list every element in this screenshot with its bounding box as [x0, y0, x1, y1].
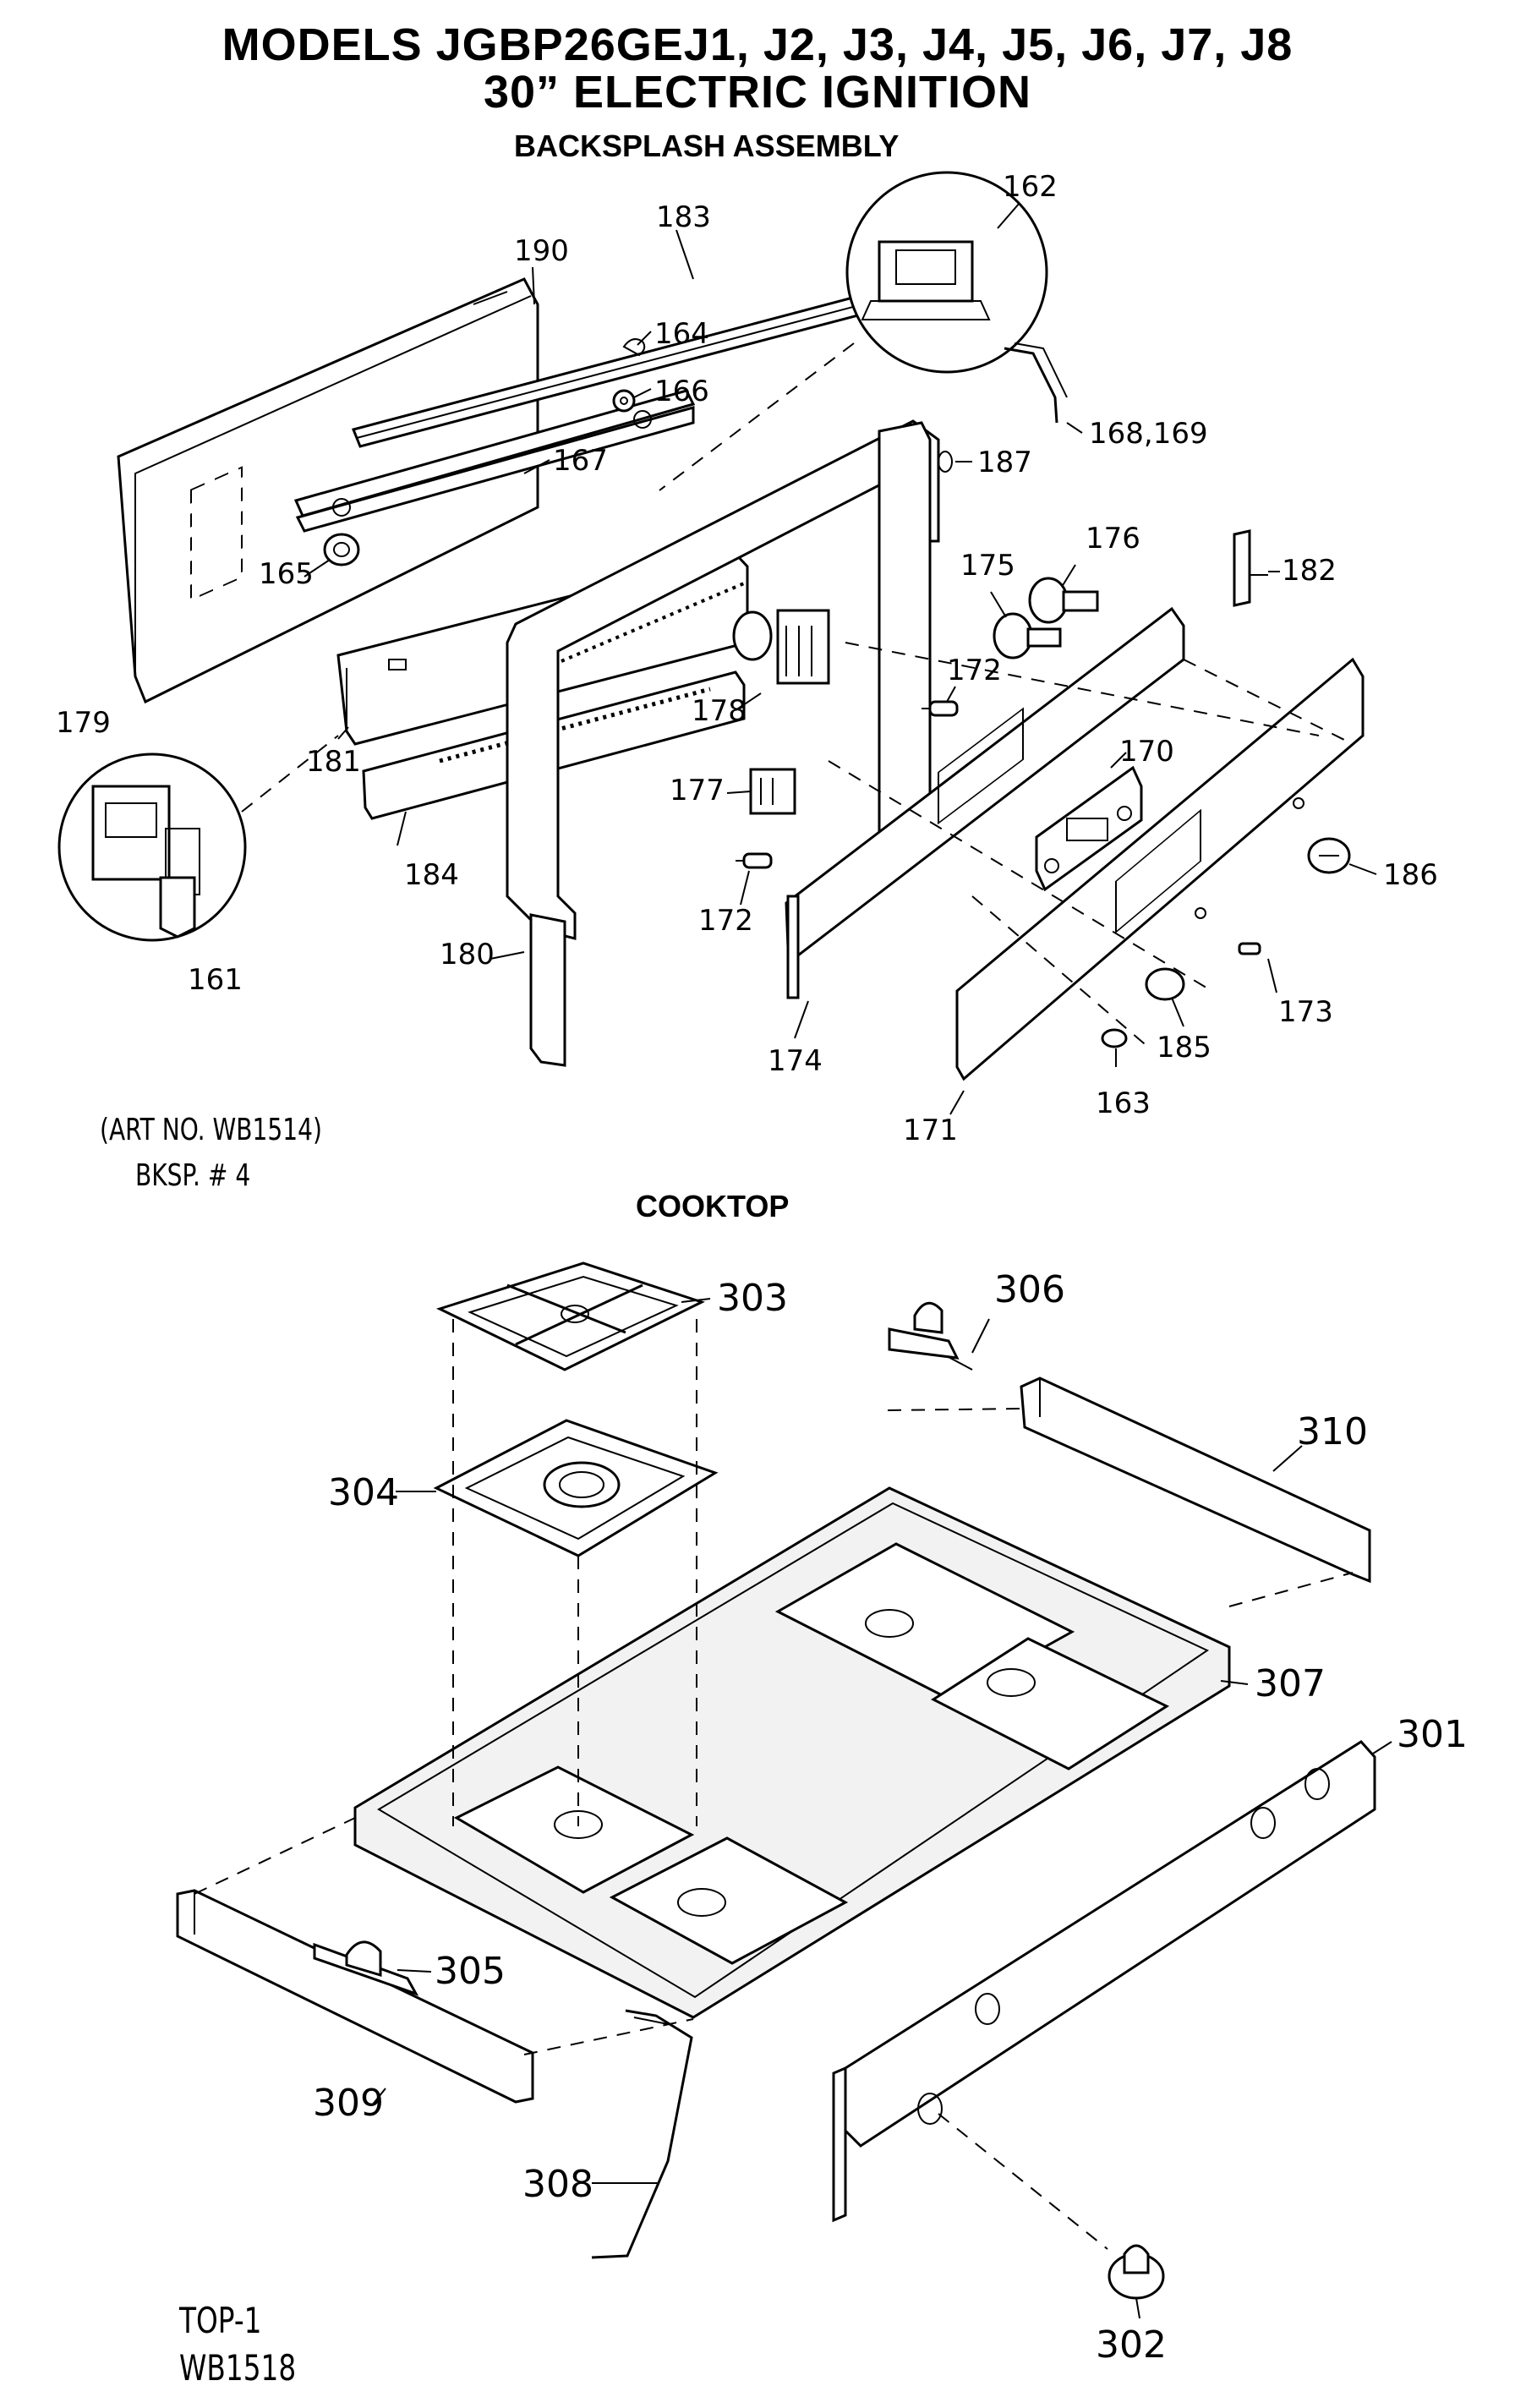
end-cap-frame-180 [506, 419, 940, 1067]
switch-177 [749, 768, 796, 815]
lamp-holder-165 [323, 533, 360, 566]
timer-178 [732, 609, 830, 685]
igniter-bracket-305 [313, 1940, 419, 1996]
callout-181: 181 [306, 745, 361, 779]
rear-trim-310 [1020, 1376, 1371, 1584]
control-panel-301 [832, 1740, 1376, 2223]
igniter-bracket-306 [888, 1301, 973, 1371]
callout-190: 190 [514, 234, 569, 268]
callout-167: 167 [553, 444, 608, 478]
bracket-182 [1233, 529, 1268, 607]
callout-301: 301 [1397, 1713, 1468, 1756]
callout-307: 307 [1255, 1662, 1326, 1705]
callout-178: 178 [692, 694, 747, 728]
wb1518-label: WB1518 [179, 2347, 297, 2389]
nut-163 [1101, 1028, 1128, 1048]
switch-176 [1028, 577, 1099, 624]
cooktop-307 [353, 1486, 1231, 2019]
callout-labels-backsplash: 183 190 164 166 167 165 162 168,169 187 … [56, 170, 1438, 1147]
backsplash-heading: BACKSPLASH ASSEMBLY [514, 129, 900, 163]
front-glass-171 [955, 657, 1365, 1081]
callout-185: 185 [1157, 1031, 1211, 1064]
callout-305: 305 [435, 1950, 506, 1993]
callout-309: 309 [313, 2082, 384, 2125]
page-title-ignition: 30” ELECTRIC IGNITION [483, 67, 1032, 118]
art-number-label: (ART NO. WB1514) [100, 1113, 322, 1147]
drip-pan-304 [433, 1419, 719, 1557]
indicator-light-172a [922, 700, 959, 717]
callout-179: 179 [56, 706, 111, 740]
callout-308: 308 [522, 2163, 593, 2206]
callout-177: 177 [670, 774, 725, 807]
callout-174: 174 [768, 1044, 823, 1078]
callout-306: 306 [994, 1268, 1065, 1311]
knob-185 [1145, 967, 1185, 1001]
callout-173: 173 [1278, 995, 1333, 1029]
callout-165: 165 [259, 557, 314, 591]
callout-171: 171 [903, 1114, 958, 1147]
callout-175: 175 [960, 549, 1015, 583]
switch-175 [993, 612, 1062, 659]
callout-leaders-cooktop [371, 1298, 1392, 2319]
callout-172-lower: 172 [698, 904, 753, 938]
callout-310: 310 [1297, 1410, 1368, 1453]
callout-labels-cooktop: 303 306 310 304 307 301 305 309 308 302 [313, 1268, 1468, 2367]
clip-164 [622, 338, 646, 357]
callout-164: 164 [654, 317, 709, 351]
knob-186 [1307, 837, 1351, 874]
callout-172-upper: 172 [947, 654, 1002, 687]
callout-166: 166 [654, 375, 709, 408]
front-trim-309 [176, 1889, 534, 2104]
callout-302: 302 [1096, 2323, 1167, 2367]
bracket-161 [159, 876, 196, 939]
callout-186: 186 [1383, 858, 1438, 892]
lamp-channel-167 [293, 389, 696, 533]
clip-166 [612, 389, 636, 413]
callout-162: 162 [1003, 170, 1058, 204]
callout-176: 176 [1086, 522, 1140, 555]
callout-183: 183 [656, 200, 711, 234]
bksp-label: BKSP. # 4 [135, 1158, 251, 1193]
inset-detail-162 [659, 171, 1048, 491]
callout-168-169: 168,169 [1089, 417, 1208, 451]
callout-161: 161 [188, 963, 243, 997]
inset-detail-179 [57, 735, 339, 942]
indicator-light-172b [736, 852, 773, 869]
screw-173 [1238, 942, 1261, 955]
callout-182: 182 [1282, 554, 1337, 588]
top-label: TOP-1 [179, 2300, 262, 2341]
knob-302 [938, 2113, 1165, 2300]
callout-180: 180 [440, 938, 495, 971]
page-title-models: MODELS JGBP26GEJ1, J2, J3, J4, J5, J6, J… [222, 19, 1293, 70]
spring-clip-308 [591, 2009, 693, 2259]
screw-187 [938, 451, 953, 473]
callout-leaders-backsplash [304, 202, 1377, 1115]
wire-168-169 [1004, 342, 1068, 424]
cooktop-heading: COOKTOP [636, 1189, 790, 1223]
callout-303: 303 [717, 1277, 788, 1320]
clock-module-170 [1035, 765, 1143, 892]
callout-170: 170 [1119, 735, 1174, 769]
grate-303 [435, 1261, 705, 1371]
callout-187: 187 [977, 446, 1032, 479]
callout-163: 163 [1096, 1086, 1151, 1120]
callout-184: 184 [404, 858, 459, 892]
callout-304: 304 [328, 1471, 399, 1514]
